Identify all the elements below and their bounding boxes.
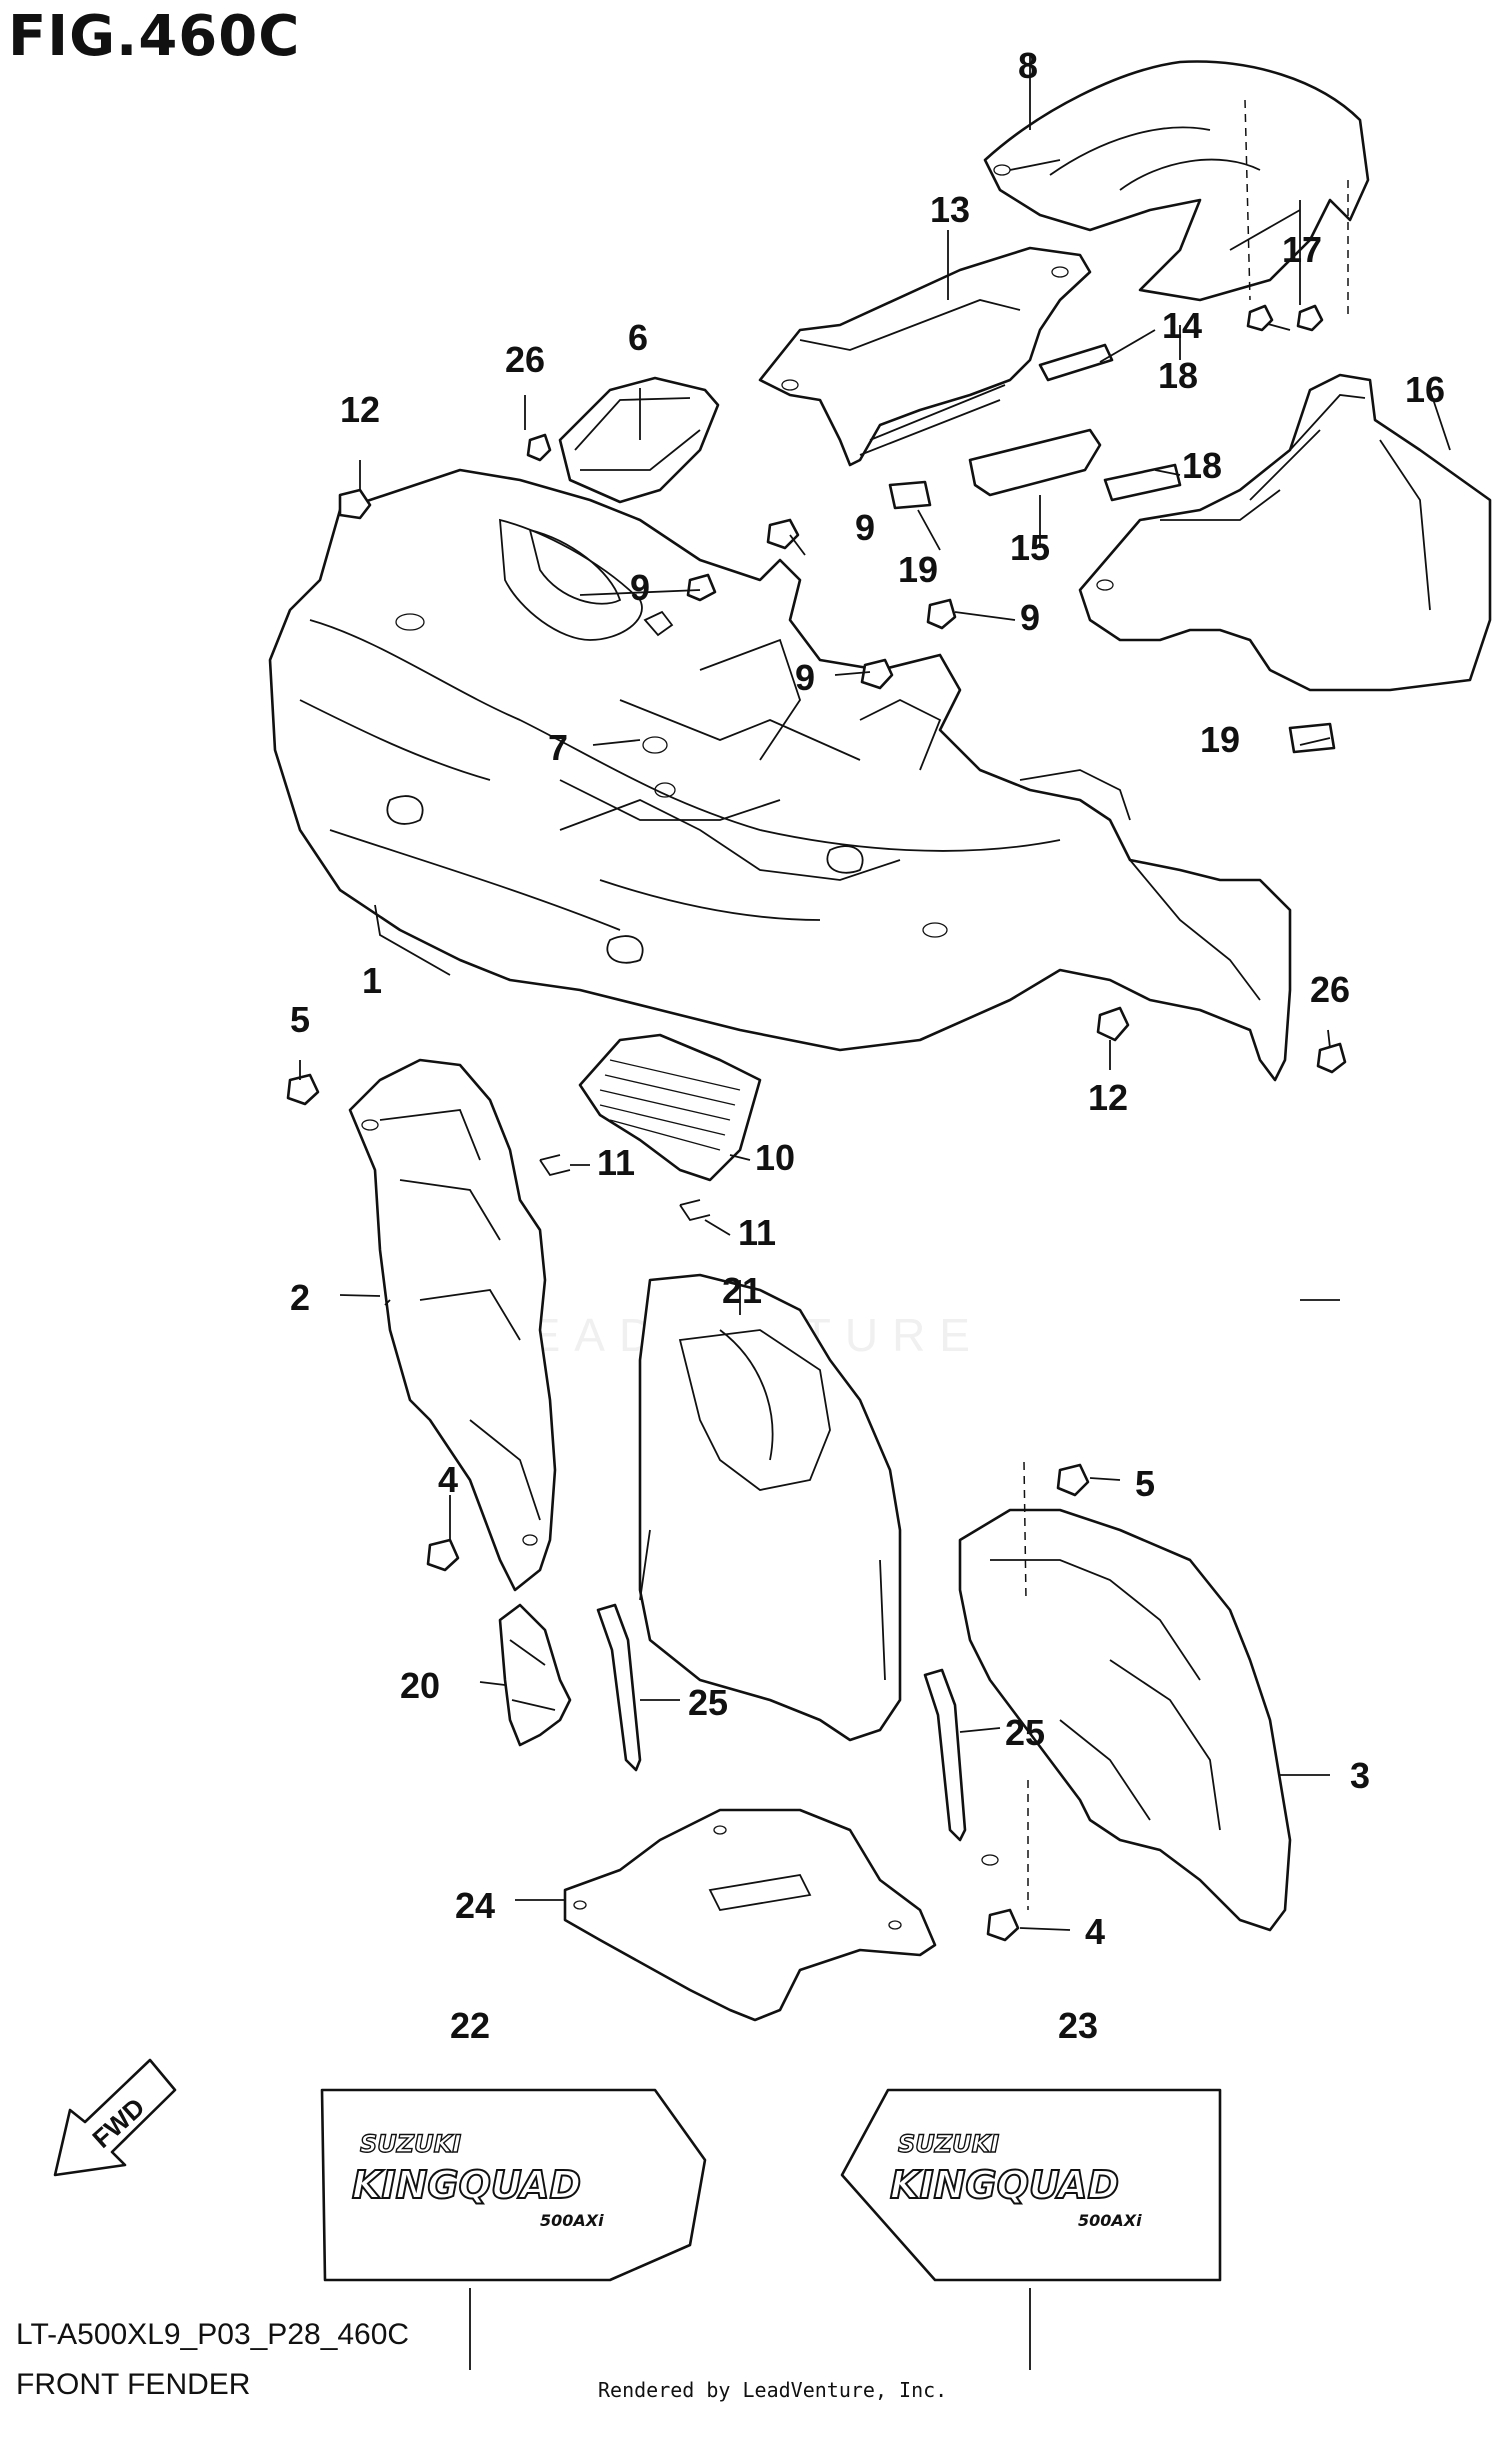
callout-17: 17 [1282,229,1322,270]
part-1-front-fender [268,468,1292,1082]
callout-1: 1 [362,960,382,1001]
callout-numbers: 1 2 3 4 4 5 5 6 7 8 9 9 9 9 10 11 11 12 … [290,45,1445,2046]
callout-9-a: 9 [855,507,875,548]
fasteners [286,304,1347,1942]
part-25-cable-ties [596,1603,967,1842]
render-credit: Rendered by LeadVenture, Inc. [598,2378,948,2402]
callout-4-b: 4 [1085,1911,1105,1952]
part-6-lid [558,376,720,504]
part-20-bracket [498,1603,572,1747]
callout-2: 2 [290,1277,310,1318]
callout-14: 14 [1162,305,1202,346]
callout-4-a: 4 [438,1459,458,1500]
callout-21: 21 [722,1270,762,1311]
forward-arrow-icon: FWD [53,2058,177,2177]
part-21-splash-panel [638,1273,902,1742]
callout-6: 6 [628,317,648,358]
callout-12-b: 12 [1088,1077,1128,1118]
alignment-lines [1023,99,1349,1910]
part-2-left-inner-fender [348,1058,557,1592]
callout-19-b: 19 [1200,719,1240,760]
callout-9-b: 9 [630,567,650,608]
part-3-right-inner-fender [958,1508,1292,1932]
callout-25-a: 25 [688,1682,728,1723]
figure-title: FIG.460C [8,4,301,69]
decal-22-model: KINGQUAD [352,2163,581,2207]
callout-9-d: 9 [795,657,815,698]
callout-11-a: 11 [597,1142,635,1183]
decal-23-model: KINGQUAD [890,2163,1119,2207]
part-16-side-panel [1078,373,1492,692]
callout-19-a: 19 [898,549,938,590]
callout-23: 23 [1058,2005,1098,2046]
callout-5-b: 5 [1135,1463,1155,1504]
model-code: LT-A500XL9_P03_P28_460C [16,2318,410,2351]
callout-26-b: 26 [1310,969,1350,1010]
callout-12-a: 12 [340,389,380,430]
part-10-vent-grille [578,1033,762,1182]
callout-20: 20 [400,1665,440,1706]
callout-18-b: 18 [1182,445,1222,486]
decal-22-brand: SUZUKI [360,2130,461,2158]
decal-22: SUZUKI KINGQUAD 500AXi [320,2088,707,2282]
section-name: FRONT FENDER [16,2368,251,2401]
callout-15: 15 [1010,527,1050,568]
decal-23-sub: 500AXi [1078,2211,1142,2230]
part-18-pads [1038,343,1182,502]
callout-24: 24 [455,1885,495,1926]
callout-7: 7 [548,727,568,768]
decal-22-sub: 500AXi [540,2211,604,2230]
leader-lines [299,55,1451,2370]
callout-5-a: 5 [290,999,310,1040]
callout-3: 3 [1350,1755,1370,1796]
callout-9-c: 9 [1020,597,1040,638]
part-24-skid-plate [563,1808,937,2022]
decal-23: SUZUKI KINGQUAD 500AXi [840,2088,1222,2282]
callout-22: 22 [450,2005,490,2046]
callout-25-b: 25 [1005,1712,1045,1753]
callout-26-a: 26 [505,339,545,380]
decal-23-brand: SUZUKI [898,2130,999,2158]
callout-8: 8 [1018,45,1038,86]
callout-11-b: 11 [738,1212,776,1253]
callout-10: 10 [755,1137,795,1178]
callout-13: 13 [930,189,970,230]
callout-18-a: 18 [1158,355,1198,396]
callout-16: 16 [1405,369,1445,410]
part-13-inner-tray [758,246,1092,467]
part-15-reflector [968,428,1102,497]
part-8-front-cover [983,60,1370,302]
